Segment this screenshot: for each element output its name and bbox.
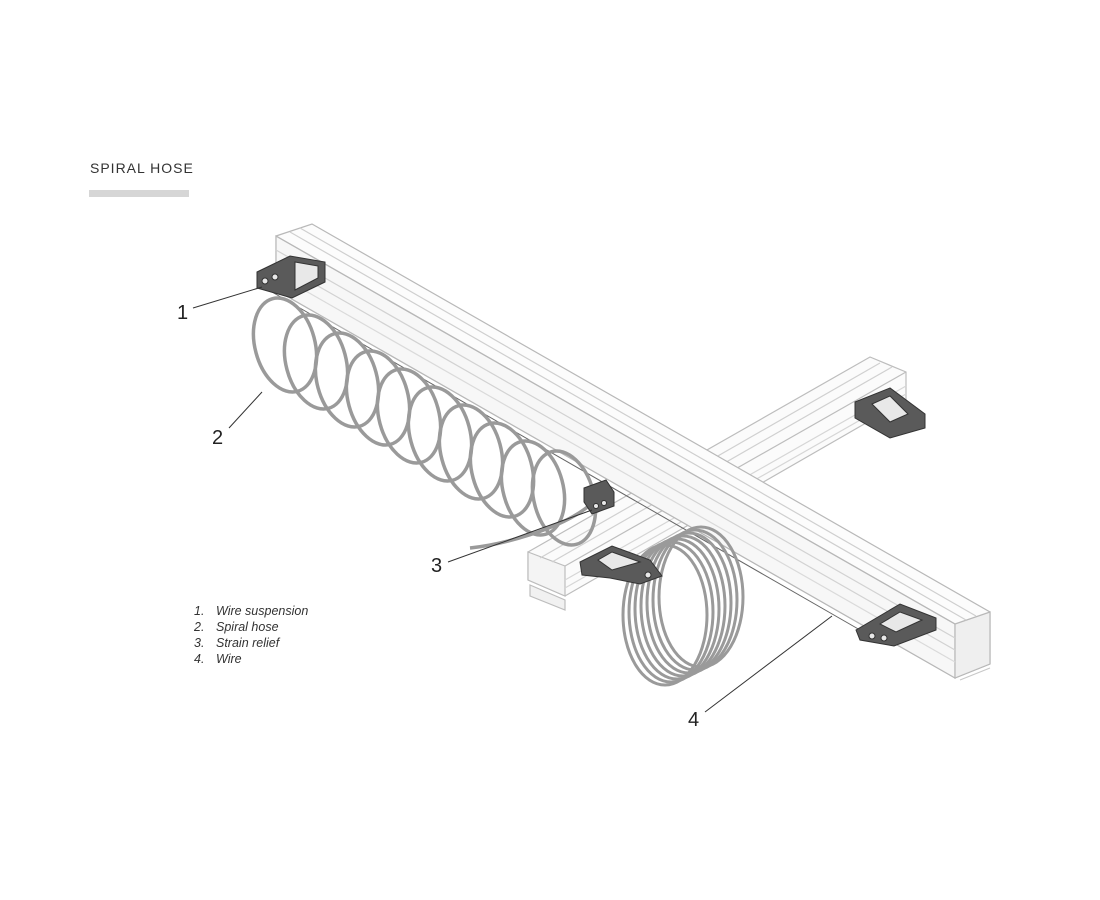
leader-line-3 (447, 509, 593, 563)
wire-suspension-bracket-2 (854, 387, 926, 439)
title-underline (89, 190, 189, 197)
callout-2: 2 (212, 427, 223, 449)
legend-item: 1. Wire suspension (194, 604, 309, 618)
callout-1: 1 (177, 302, 188, 324)
page-title: SPIRAL HOSE (90, 160, 194, 176)
leader-lines (192, 286, 833, 713)
leader-line-2 (228, 391, 263, 429)
legend-label: Wire (216, 652, 242, 666)
legend-item: 4. Wire (194, 652, 242, 666)
leader-line-1 (192, 286, 263, 309)
wire (271, 291, 861, 631)
legend: 1. Wire suspension 2. Spiral hose 3. Str… (194, 603, 308, 667)
leader-line-4 (704, 615, 833, 713)
wire-suspension-bracket-1 (256, 255, 326, 299)
legend-label: Spiral hose (216, 620, 279, 634)
legend-item: 3. Strain relief (194, 636, 280, 650)
spiral-hose (251, 296, 598, 550)
legend-label: Wire suspension (216, 604, 309, 618)
legend-item: 2. Spiral hose (194, 620, 279, 634)
strain-relief (583, 479, 615, 515)
wire-suspension-bracket-4 (855, 603, 937, 647)
callout-3: 3 (431, 555, 442, 577)
wire-suspension-bracket-3 (579, 545, 663, 585)
coiled-hose (621, 525, 745, 687)
main-rail (275, 223, 991, 681)
legend-label: Strain relief (216, 636, 280, 650)
callout-4: 4 (688, 709, 699, 731)
